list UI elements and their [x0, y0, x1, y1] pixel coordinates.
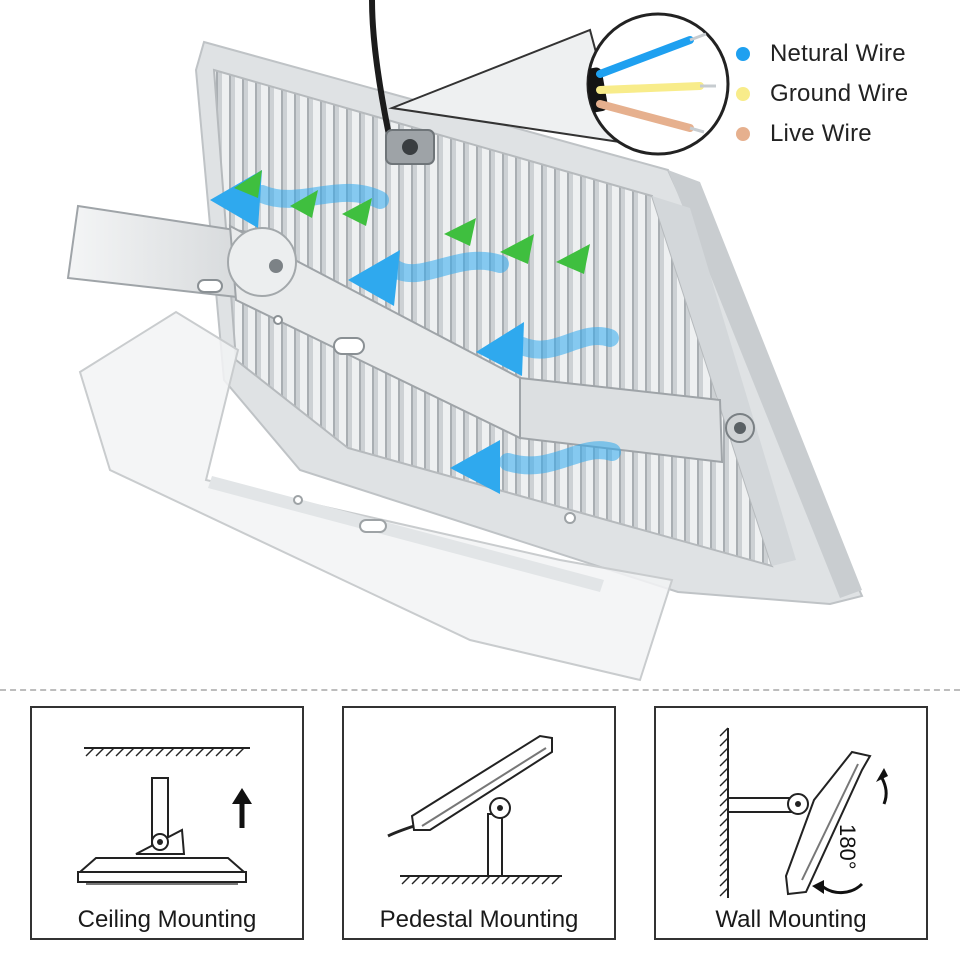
ceiling-mounting-caption: Ceiling Mounting [77, 906, 257, 933]
rotate-arrow-icon [812, 768, 888, 894]
floodlight-illustration [66, 0, 864, 682]
legend-label-ground: Ground Wire [770, 80, 909, 107]
airflow-arrows [210, 170, 621, 494]
legend-label-netural: Netural Wire [770, 40, 906, 67]
pedestal-mounting-diagram [387, 734, 562, 885]
wall-mounting-caption: Wall Mounting [715, 906, 867, 933]
ceiling-mounting-diagram [77, 747, 252, 885]
wall-mounting-diagram: 180° [719, 727, 888, 898]
pedestal-mounting-caption: Pedestal Mounting [379, 906, 579, 933]
legend-item-netural-wire: Netural Wire [736, 34, 951, 74]
wire-callout-lens [586, 12, 730, 156]
legend-label-live: Live Wire [770, 120, 872, 147]
wire-legend: Netural Wire Ground Wire Live Wire [736, 34, 951, 154]
mounting-bracket [66, 204, 755, 682]
ceiling-mounting-panel: Ceiling Mounting [30, 706, 304, 940]
rotation-angle-label: 180° [835, 824, 860, 870]
section-divider [0, 689, 960, 691]
up-arrow-icon [232, 788, 252, 828]
power-cable [369, 0, 401, 163]
legend-item-live-wire: Live Wire [736, 114, 951, 154]
wall-mounting-panel: 180° Wall Mounting [654, 706, 928, 940]
pedestal-mounting-panel: Pedestal Mounting [342, 706, 616, 940]
legend-dot-ground [736, 87, 750, 101]
legend-dot-netural [736, 47, 750, 61]
legend-item-ground-wire: Ground Wire [736, 74, 951, 114]
legend-dot-live [736, 127, 750, 141]
